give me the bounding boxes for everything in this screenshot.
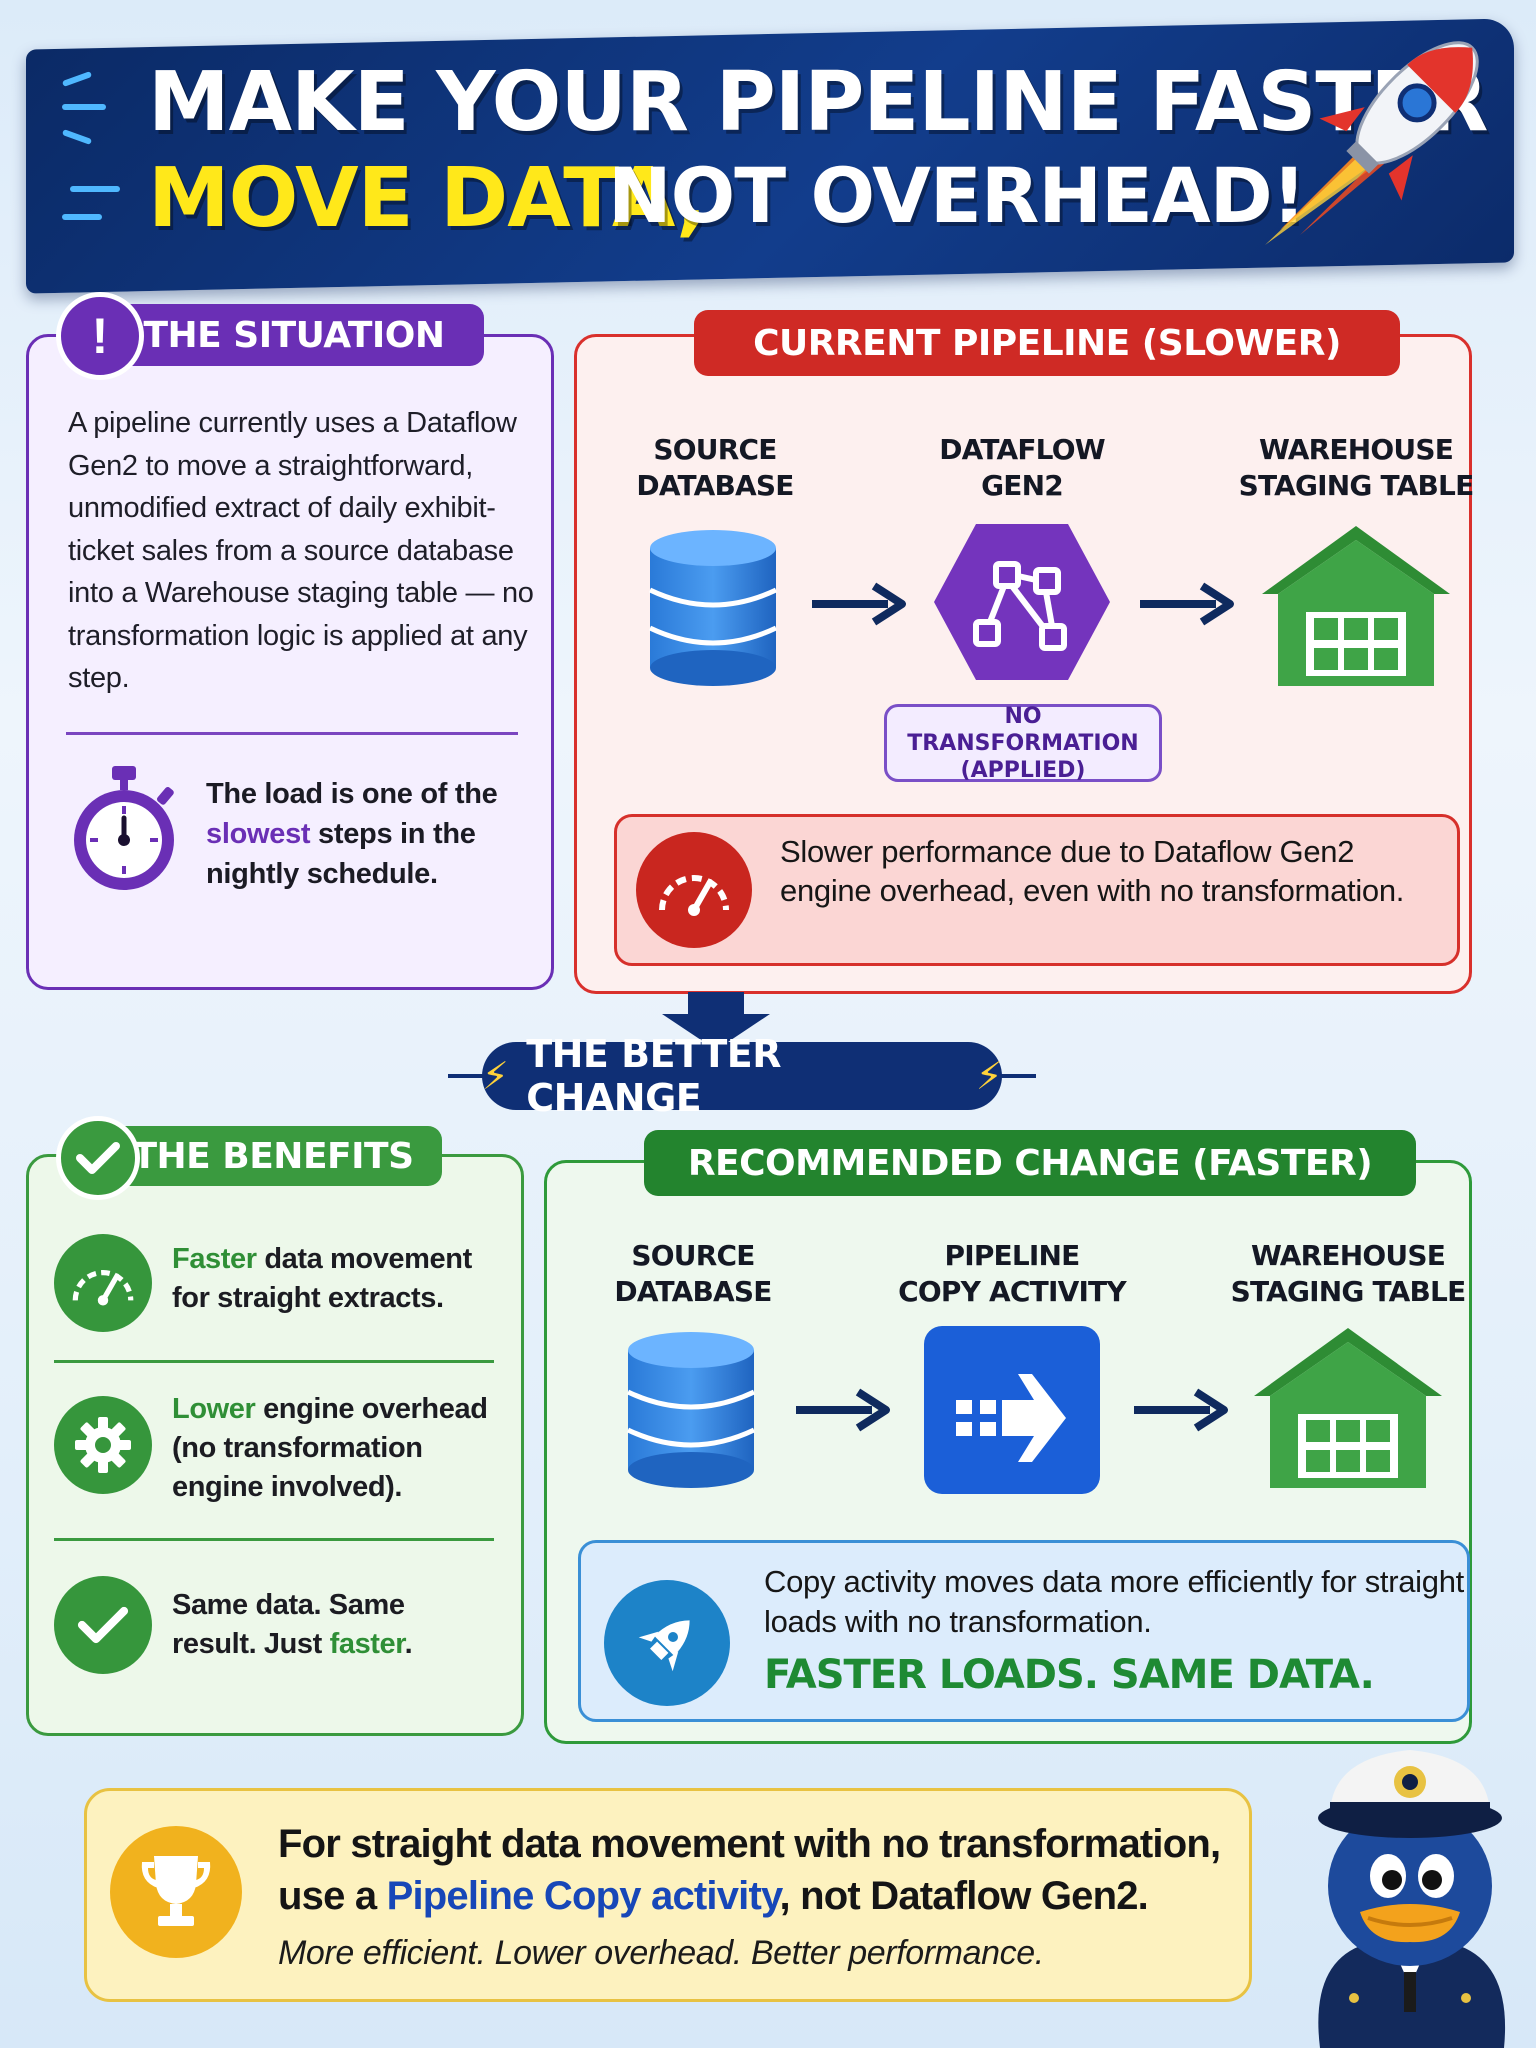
- note-text-after: steps in the nightly schedule.: [206, 818, 476, 890]
- takeaway-line-2-after: , not Dataflow Gen2.: [779, 1874, 1149, 1918]
- title-line-2-highlight: MOVE DATA,: [148, 151, 707, 246]
- label-line: STAGING TABLE: [1238, 469, 1475, 502]
- checkmark-icon: [54, 1576, 152, 1674]
- warehouse-icon: [1262, 526, 1450, 686]
- benefit-rest: data movement for straight extracts.: [172, 1243, 472, 1314]
- rocket-icon: [1265, 41, 1479, 245]
- recommended-node-label-copy: PIPELINE COPY ACTIVITY: [892, 1238, 1132, 1310]
- benefit-highlight: Faster: [172, 1243, 257, 1275]
- copy-activity-info-text: Copy activity moves data more efficientl…: [764, 1564, 1464, 1639]
- takeaway-main-text: For straight data movement with no trans…: [278, 1818, 1238, 1922]
- current-pipeline-tab: CURRENT PIPELINE (SLOWER): [694, 310, 1400, 376]
- label-line: DATABASE: [614, 1275, 772, 1308]
- label-line: PIPELINE: [944, 1239, 1080, 1272]
- database-icon: [626, 1332, 756, 1488]
- benefit-item: Faster data movement for straight extrac…: [172, 1240, 492, 1318]
- pipeline-copy-activity-emphasis: Pipeline Copy activity: [386, 1874, 781, 1918]
- copy-activity-info-box: [578, 1540, 1470, 1722]
- takeaway-line-1: For straight data movement with no trans…: [278, 1822, 1221, 1866]
- ribbon-line: [1000, 1074, 1036, 1078]
- benefit-divider: [54, 1360, 494, 1363]
- label-line: SOURCE: [631, 1239, 755, 1272]
- current-node-label-dataflow: DATAFLOW GEN2: [912, 432, 1132, 504]
- checkmark-badge-icon: [56, 1116, 140, 1200]
- benefit-tail: .: [404, 1628, 413, 1660]
- trophy-icon: [110, 1826, 242, 1958]
- label-line: WAREHOUSE: [1250, 1239, 1446, 1272]
- down-arrow-icon: [662, 992, 770, 1050]
- captain-duck-mascot: [1318, 1750, 1506, 2048]
- slow-performance-text: Slower performance due to Dataflow Gen2 …: [780, 834, 1405, 908]
- situation-description: A pipeline currently uses a Dataflow Gen…: [68, 407, 534, 694]
- slow-performance-box: [614, 814, 1460, 966]
- benefit-divider: [54, 1538, 494, 1541]
- faster-loads-punchline: FASTER LOADS. SAME DATA.: [764, 1652, 1375, 1698]
- better-change-ribbon: ⚡ THE BETTER CHANGE ⚡: [482, 1032, 1003, 1120]
- label-line: DATABASE: [636, 469, 794, 502]
- title-line-1: MAKE YOUR PIPELINE FASTER: [148, 55, 1488, 150]
- dataflow-hexagon-icon: [934, 524, 1110, 680]
- speedometer-icon: [636, 832, 752, 948]
- label-line: WAREHOUSE: [1258, 433, 1454, 466]
- label-line: COPY ACTIVITY: [898, 1275, 1127, 1308]
- no-transformation-chip: NO TRANSFORMATION (APPLIED): [884, 703, 1162, 783]
- current-node-label-source: SOURCE DATABASE: [610, 432, 820, 504]
- label-line: SOURCE: [653, 433, 777, 466]
- label-line: STAGING TABLE: [1230, 1275, 1467, 1308]
- warehouse-icon: [1254, 1328, 1442, 1488]
- benefit-item: Same data. Same result. Just faster.: [172, 1586, 492, 1664]
- ribbon-line: [448, 1074, 484, 1078]
- rocket-icon: [604, 1580, 730, 1706]
- benefit-highlight: Lower: [172, 1393, 256, 1425]
- takeaway-line-2-before: use a: [278, 1874, 387, 1918]
- recommended-node-label-source: SOURCE DATABASE: [588, 1238, 798, 1310]
- database-icon: [648, 530, 778, 686]
- benefit-rest: engine overhead (no transformation engin…: [172, 1393, 488, 1503]
- current-node-label-warehouse: WAREHOUSE STAGING TABLE: [1236, 432, 1476, 504]
- flow-arrow: [812, 582, 906, 626]
- speed-line: [70, 186, 120, 192]
- chip-line: (APPLIED): [960, 757, 1086, 783]
- recommended-tab: RECOMMENDED CHANGE (FASTER): [644, 1130, 1416, 1196]
- label-line: GEN2: [981, 469, 1064, 502]
- better-change-label: THE BETTER CHANGE: [526, 1032, 781, 1120]
- flow-arrow: [1140, 582, 1234, 626]
- benefit-item: Lower engine overhead (no transformation…: [172, 1390, 492, 1507]
- situation-divider: [66, 732, 518, 735]
- takeaway-box: [84, 1788, 1252, 2002]
- note-text-before: The load is one of the: [206, 778, 498, 810]
- benefit-lead: Same data. Same result. Just: [172, 1589, 405, 1660]
- flow-arrow: [1134, 1388, 1228, 1432]
- takeaway-line-2: use a Pipeline Copy activity, not Datafl…: [278, 1870, 1238, 1922]
- note-emphasis: slowest: [206, 818, 311, 850]
- chip-line: NO TRANSFORMATION: [907, 703, 1139, 756]
- label-line: DATAFLOW: [939, 433, 1105, 466]
- speedometer-icon: [54, 1234, 152, 1332]
- gear-icon: [54, 1396, 152, 1494]
- speed-line: [62, 104, 106, 110]
- title-line-2-rest: NOT OVERHEAD!: [608, 151, 1306, 240]
- stopwatch-icon: [74, 766, 174, 890]
- slowest-note: The load is one of the slowest steps in …: [206, 774, 526, 894]
- spark-icon: ⚡: [975, 1054, 1003, 1098]
- copy-activity-icon: [924, 1326, 1100, 1494]
- recommended-node-label-warehouse: WAREHOUSE STAGING TABLE: [1228, 1238, 1468, 1310]
- speed-line: [62, 214, 102, 220]
- spark-icon: ⚡: [482, 1054, 509, 1098]
- flow-arrow: [796, 1388, 890, 1432]
- takeaway-subline: More efficient. Lower overhead. Better p…: [278, 1934, 1044, 1972]
- benefit-highlight: faster: [329, 1628, 405, 1660]
- exclamation-icon: !: [56, 292, 144, 380]
